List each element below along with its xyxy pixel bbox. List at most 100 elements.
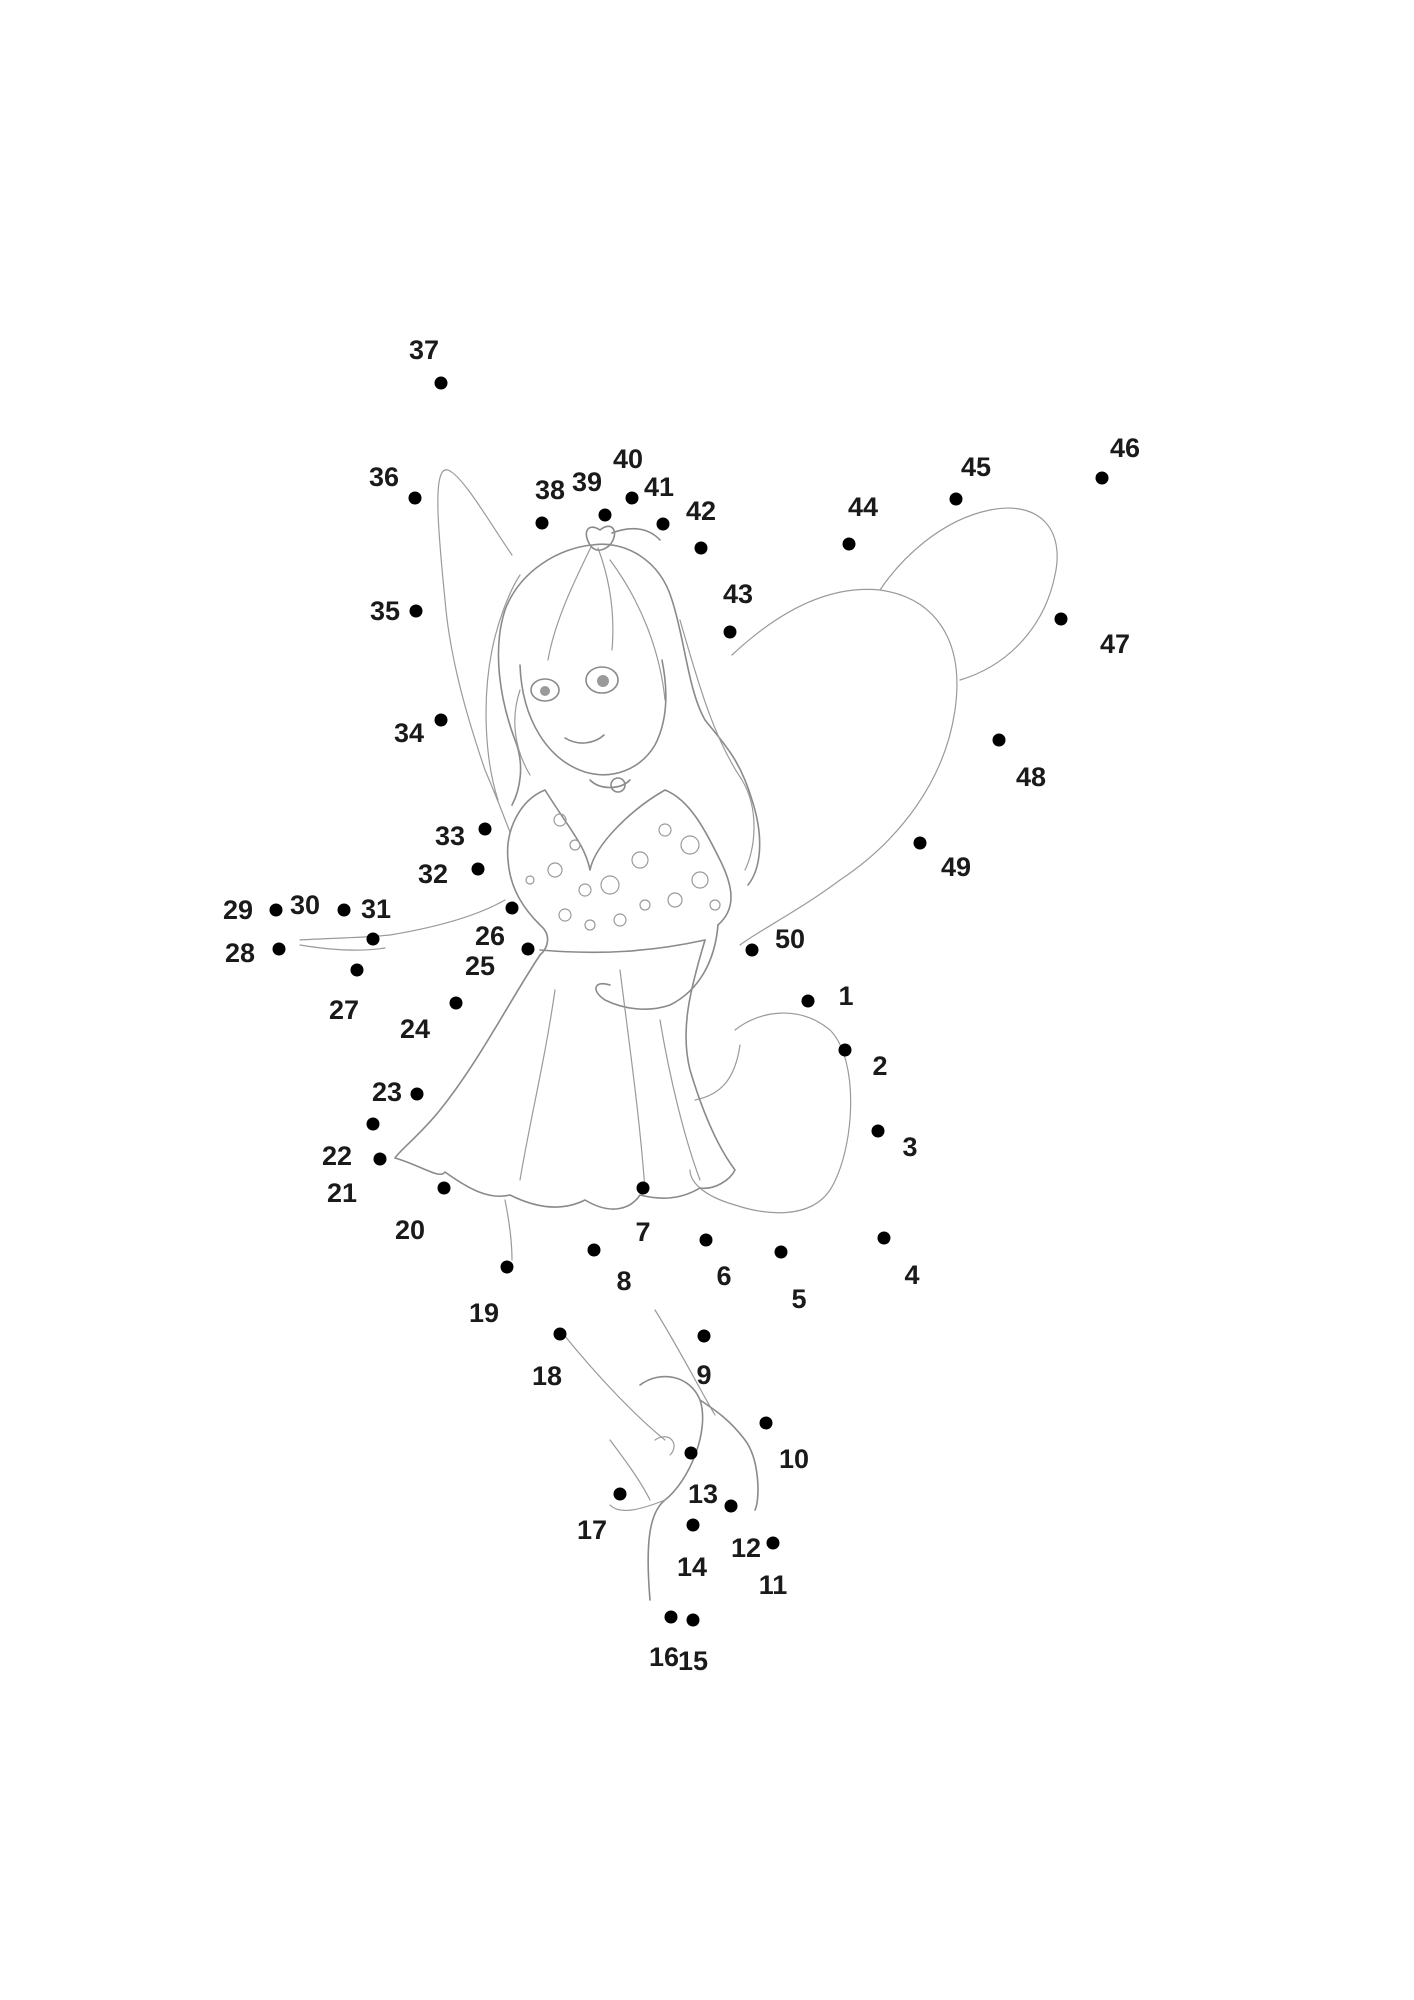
dot-10[interactable]: 10	[759, 1416, 810, 1475]
dot-1[interactable]: 1	[801, 981, 854, 1011]
dot-marker[interactable]	[871, 1124, 885, 1138]
dot-46[interactable]: 46	[1095, 433, 1141, 485]
dot-marker[interactable]	[449, 996, 463, 1010]
dot-25[interactable]: 25	[465, 942, 535, 982]
dot-marker[interactable]	[842, 537, 856, 551]
dot-marker[interactable]	[269, 903, 283, 917]
dot-marker[interactable]	[838, 1043, 852, 1057]
dot-48[interactable]: 48	[992, 733, 1047, 793]
dot-15[interactable]: 15	[678, 1613, 708, 1677]
dot-marker[interactable]	[774, 1245, 788, 1259]
dot-12[interactable]: 12	[724, 1499, 762, 1564]
dot-39[interactable]: 39	[572, 467, 612, 522]
dot-marker[interactable]	[598, 508, 612, 522]
dot-32[interactable]: 32	[418, 859, 485, 889]
dot-2[interactable]: 2	[838, 1043, 888, 1082]
dot-marker[interactable]	[1095, 471, 1109, 485]
dot-41[interactable]: 41	[644, 472, 674, 531]
dot-marker[interactable]	[745, 943, 759, 957]
dot-marker[interactable]	[992, 733, 1006, 747]
dot-31[interactable]: 31	[361, 894, 391, 946]
dot-27[interactable]: 27	[329, 963, 364, 1026]
dot-marker[interactable]	[625, 491, 639, 505]
dot-18[interactable]: 18	[532, 1327, 567, 1392]
dot-17[interactable]: 17	[577, 1487, 627, 1546]
dot-marker[interactable]	[553, 1327, 567, 1341]
dot-marker[interactable]	[801, 994, 815, 1008]
dot-marker[interactable]	[913, 836, 927, 850]
dot-marker[interactable]	[408, 491, 422, 505]
dot-marker[interactable]	[272, 942, 286, 956]
dot-37[interactable]: 37	[409, 335, 448, 390]
dot-8[interactable]: 8	[587, 1243, 632, 1297]
dot-19[interactable]: 19	[469, 1260, 514, 1329]
dot-21[interactable]: 21	[327, 1152, 387, 1209]
dot-26[interactable]: 26	[475, 901, 519, 952]
dot-marker[interactable]	[434, 376, 448, 390]
dot-marker[interactable]	[664, 1610, 678, 1624]
dot-marker[interactable]	[684, 1446, 698, 1460]
dot-11[interactable]: 11	[759, 1536, 788, 1601]
dot-23[interactable]: 23	[372, 1077, 424, 1107]
dot-9[interactable]: 9	[696, 1329, 712, 1391]
dot-7[interactable]: 7	[635, 1181, 651, 1248]
dot-38[interactable]: 38	[535, 475, 565, 530]
dot-marker[interactable]	[949, 492, 963, 506]
dot-marker[interactable]	[694, 541, 708, 555]
dot-50[interactable]: 50	[745, 924, 806, 957]
dot-42[interactable]: 42	[686, 496, 716, 555]
dot-3[interactable]: 3	[871, 1124, 918, 1163]
dot-35[interactable]: 35	[370, 596, 423, 626]
dot-14[interactable]: 14	[677, 1518, 707, 1583]
dot-marker[interactable]	[478, 822, 492, 836]
dot-marker[interactable]	[409, 604, 423, 618]
dot-marker[interactable]	[636, 1181, 650, 1195]
dot-13[interactable]: 13	[684, 1446, 719, 1510]
dot-marker[interactable]	[613, 1487, 627, 1501]
dot-marker[interactable]	[697, 1329, 711, 1343]
dot-20[interactable]: 20	[395, 1181, 451, 1246]
dot-marker[interactable]	[587, 1243, 601, 1257]
dot-marker[interactable]	[337, 903, 351, 917]
dot-marker[interactable]	[766, 1536, 780, 1550]
dot-49[interactable]: 49	[913, 836, 972, 883]
dot-marker[interactable]	[686, 1518, 700, 1532]
dot-marker[interactable]	[366, 1117, 380, 1131]
dot-34[interactable]: 34	[394, 713, 448, 749]
dot-16[interactable]: 16	[649, 1610, 679, 1673]
dot-33[interactable]: 33	[435, 821, 492, 851]
dot-marker[interactable]	[535, 516, 549, 530]
dot-47[interactable]: 47	[1054, 612, 1131, 660]
dot-marker[interactable]	[699, 1233, 713, 1247]
dot-marker[interactable]	[437, 1181, 451, 1195]
dot-5[interactable]: 5	[774, 1245, 807, 1315]
dot-36[interactable]: 36	[369, 462, 422, 505]
dot-marker[interactable]	[373, 1152, 387, 1166]
dot-6[interactable]: 6	[699, 1233, 732, 1292]
dot-marker[interactable]	[724, 1499, 738, 1513]
dot-marker[interactable]	[471, 862, 485, 876]
dot-30[interactable]: 30	[290, 890, 351, 920]
dot-4[interactable]: 4	[877, 1231, 920, 1291]
dot-marker[interactable]	[434, 713, 448, 727]
dot-29[interactable]: 29	[223, 895, 283, 925]
dot-marker[interactable]	[877, 1231, 891, 1245]
dot-marker[interactable]	[1054, 612, 1068, 626]
dot-marker[interactable]	[723, 625, 737, 639]
dot-marker[interactable]	[505, 901, 519, 915]
dot-marker[interactable]	[500, 1260, 514, 1274]
dot-marker[interactable]	[366, 932, 380, 946]
dot-45[interactable]: 45	[949, 452, 992, 506]
dot-marker[interactable]	[759, 1416, 773, 1430]
dot-marker[interactable]	[410, 1087, 424, 1101]
dot-22[interactable]: 22	[322, 1117, 380, 1172]
dot-44[interactable]: 44	[842, 492, 879, 551]
dot-43[interactable]: 43	[723, 579, 753, 639]
dot-marker[interactable]	[656, 517, 670, 531]
dot-marker[interactable]	[350, 963, 364, 977]
dot-28[interactable]: 28	[225, 938, 286, 968]
dot-marker[interactable]	[521, 942, 535, 956]
dot-40[interactable]: 40	[613, 444, 643, 505]
dot-marker[interactable]	[686, 1613, 700, 1627]
dot-24[interactable]: 24	[400, 996, 463, 1045]
